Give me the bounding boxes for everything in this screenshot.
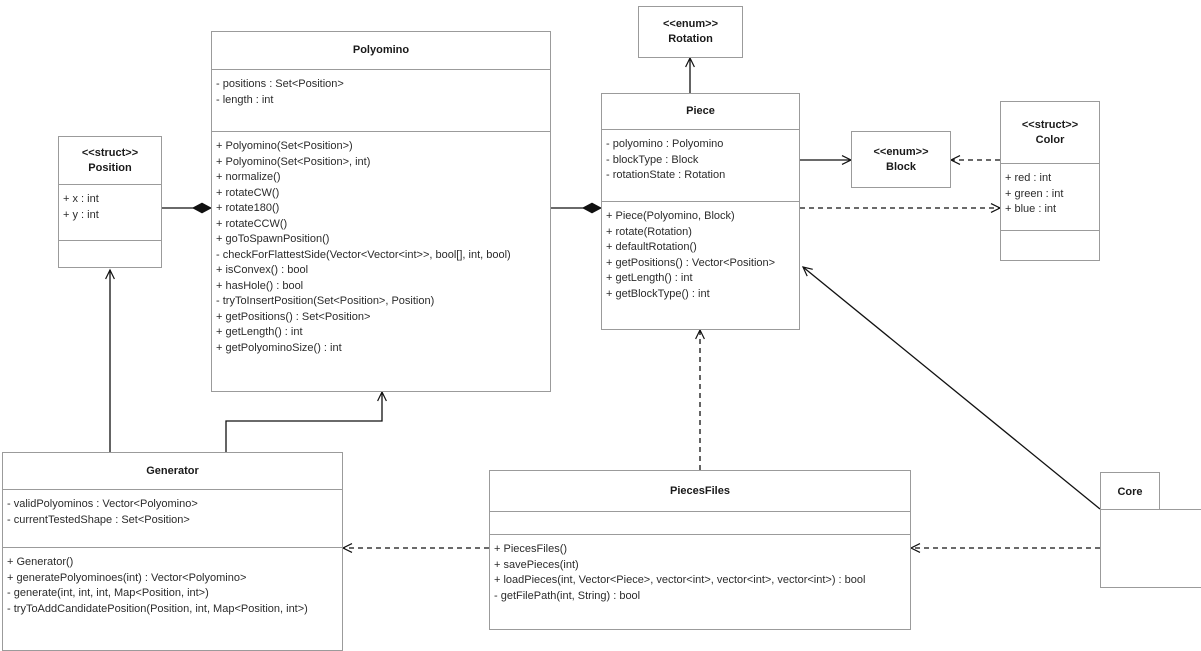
operation-row: + isConvex() : bool (216, 264, 309, 276)
operation-row: - tryToAddCandidatePosition(Position, in… (7, 602, 308, 615)
class-name-label: Generator (146, 464, 199, 477)
class-box-color[interactable]: <<struct>> Color + red : int + green : i… (1000, 101, 1100, 261)
stereotype-label: <<struct>> (1021, 118, 1079, 131)
operations-compartment-polyomino: + Polyomino(Set<Position>) + Polyomino(S… (212, 132, 550, 362)
operation-row: + defaultRotation() (606, 241, 697, 253)
attribute-row: - length : int (216, 93, 274, 106)
operation-row: + PiecesFiles() (494, 543, 568, 555)
class-header-block: <<enum>> Block (852, 132, 950, 187)
attribute-row: - currentTestedShape : Set<Position> (7, 513, 190, 526)
class-header-rotation: <<enum>> Rotation (639, 7, 742, 57)
class-header-color: <<struct>> Color (1001, 102, 1099, 164)
operation-row: + rotateCCW() (216, 217, 288, 230)
operation-row: + Piece(Polyomino, Block) (606, 210, 735, 222)
class-name-label: Polyomino (352, 44, 410, 56)
class-box-rotation[interactable]: <<enum>> Rotation (638, 6, 743, 58)
package-tab-core: Core (1100, 472, 1160, 510)
operation-row: - tryToInsertPosition(Set<Position>, Pos… (216, 295, 435, 307)
attributes-compartment-piece: - polyomino : Polyomino - blockType : Bl… (602, 130, 799, 202)
class-name-label: Block (886, 160, 916, 173)
operations-compartment-generator: + Generator() + generatePolyominoes(int)… (3, 548, 342, 623)
operation-row: + hasHole() : bool (216, 279, 304, 292)
operations-compartment-position (59, 241, 161, 254)
operation-row: + rotateCW() (216, 186, 280, 199)
attributes-compartment-piecesfiles (490, 512, 910, 535)
class-name-label: Rotation (668, 33, 713, 45)
operation-row: + generatePolyominoes(int) : Vector<Poly… (7, 571, 247, 584)
operation-row: + Generator() (7, 556, 74, 568)
attribute-row: + red : int (1005, 172, 1052, 184)
class-name-label: Position (88, 161, 132, 174)
attribute-row: + y : int (63, 208, 99, 221)
attribute-row: - validPolyominos : Vector<Polyomino> (7, 498, 198, 510)
class-box-block[interactable]: <<enum>> Block (851, 131, 951, 188)
attributes-compartment-position: + x : int + y : int (59, 185, 161, 241)
operations-compartment-color (1001, 231, 1099, 244)
class-header-generator: Generator (3, 453, 342, 490)
class-name-label: PiecesFiles (670, 484, 730, 497)
operation-row: + loadPieces(int, Vector<Piece>, vector<… (494, 574, 866, 586)
class-box-piecesfiles[interactable]: PiecesFiles + PiecesFiles() + savePieces… (489, 470, 911, 630)
class-box-position[interactable]: <<struct>> Position + x : int + y : int (58, 136, 162, 268)
operation-row: - generate(int, int, int, Map<Position, … (7, 587, 209, 599)
attribute-row: + x : int (63, 193, 99, 205)
operation-row: + normalize() (216, 171, 281, 183)
attribute-row: - rotationState : Rotation (606, 169, 726, 181)
operation-row: + getPositions() : Set<Position> (216, 310, 371, 323)
operation-row: + Polyomino(Set<Position>, int) (216, 155, 371, 168)
class-name-label: Color (1035, 133, 1065, 146)
operation-row: + getPolyominoSize() : int (216, 341, 342, 354)
class-box-generator[interactable]: Generator - validPolyominos : Vector<Pol… (2, 452, 343, 651)
attributes-compartment-polyomino: - positions : Set<Position> - length : i… (212, 70, 550, 132)
operation-row: + getLength() : int (216, 326, 303, 338)
operation-row: + savePieces(int) (494, 558, 579, 571)
stereotype-label: <<enum>> (873, 145, 929, 158)
class-box-piece[interactable]: Piece - polyomino : Polyomino - blockTyp… (601, 93, 800, 330)
stereotype-label: <<struct>> (81, 146, 139, 159)
class-name-label: Piece (686, 105, 715, 117)
class-header-polyomino: Polyomino (212, 32, 550, 70)
class-header-piecesfiles: PiecesFiles (490, 471, 910, 512)
package-name-label: Core (1117, 485, 1143, 498)
operation-row: - getFilePath(int, String) : bool (494, 589, 641, 602)
class-box-polyomino[interactable]: Polyomino - positions : Set<Position> - … (211, 31, 551, 392)
class-header-position: <<struct>> Position (59, 137, 161, 185)
edge-generator-polyomino (225, 390, 387, 452)
attribute-row: - blockType : Block (606, 153, 699, 166)
operation-row: + getBlockType() : int (606, 287, 710, 300)
operation-row: + getLength() : int (606, 272, 693, 284)
attribute-row: - polyomino : Polyomino (606, 138, 724, 150)
package-body-core (1100, 509, 1201, 588)
operation-row: + Polyomino(Set<Position>) (216, 140, 353, 152)
operation-row: + getPositions() : Vector<Position> (606, 256, 776, 269)
operation-row: + rotate180() (216, 202, 280, 214)
attributes-compartment-color: + red : int + green : int + blue : int (1001, 164, 1099, 231)
attribute-row: + blue : int (1005, 203, 1057, 215)
class-header-piece: Piece (602, 94, 799, 130)
operation-row: + goToSpawnPosition() (216, 233, 330, 245)
operations-compartment-piecesfiles: + PiecesFiles() + savePieces(int) + load… (490, 535, 910, 610)
attributes-compartment-generator: - validPolyominos : Vector<Polyomino> - … (3, 490, 342, 548)
operation-row: + rotate(Rotation) (606, 225, 692, 238)
operation-row: - checkForFlattestSide(Vector<Vector<int… (216, 248, 511, 261)
attribute-row: + green : int (1005, 187, 1064, 200)
operations-compartment-piece: + Piece(Polyomino, Block) + rotate(Rotat… (602, 202, 799, 308)
attribute-row: - positions : Set<Position> (216, 78, 344, 90)
stereotype-label: <<enum>> (662, 18, 719, 30)
